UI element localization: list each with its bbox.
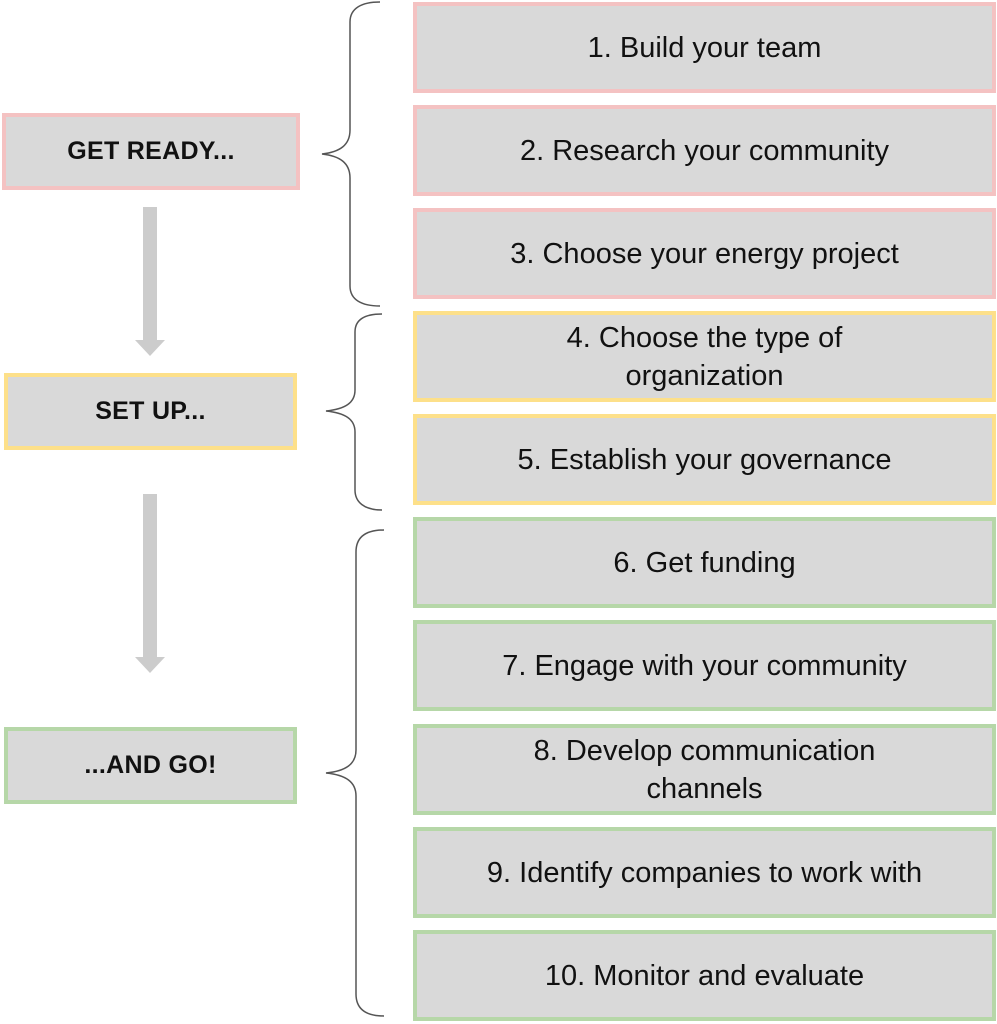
stage-set-up: SET UP... xyxy=(4,373,297,450)
stage-label: GET READY... xyxy=(67,137,235,165)
step-label: 9. Identify companies to work with xyxy=(486,856,923,889)
step-label: 8. Develop communication channels xyxy=(533,734,876,805)
step-label: 4. Choose the type of organization xyxy=(566,321,843,392)
step-box: 7. Engage with your community xyxy=(413,620,996,711)
stage-and-go: ...AND GO! xyxy=(4,727,297,804)
step-label: 1. Build your team xyxy=(587,31,822,64)
step-box: 10. Monitor and evaluate xyxy=(413,930,996,1021)
curly-brace-icon xyxy=(325,529,385,1017)
stage-label: SET UP... xyxy=(95,397,206,425)
step-box: 2. Research your community xyxy=(413,105,996,196)
step-label: 6. Get funding xyxy=(613,546,796,579)
step-box: 3. Choose your energy project xyxy=(413,208,996,299)
down-arrow-icon xyxy=(135,207,165,356)
curly-brace-icon xyxy=(321,1,381,307)
step-label: 3. Choose your energy project xyxy=(510,237,899,270)
stage-label: ...AND GO! xyxy=(84,751,217,779)
curly-brace-icon xyxy=(325,313,383,511)
step-box: 5. Establish your governance xyxy=(413,414,996,505)
stage-get-ready: GET READY... xyxy=(2,113,300,190)
step-box: 8. Develop communication channels xyxy=(413,724,996,815)
step-box: 4. Choose the type of organization xyxy=(413,311,996,402)
step-label: 7. Engage with your community xyxy=(502,649,907,682)
step-box: 1. Build your team xyxy=(413,2,996,93)
step-box: 9. Identify companies to work with xyxy=(413,827,996,918)
step-label: 2. Research your community xyxy=(519,134,890,167)
step-box: 6. Get funding xyxy=(413,517,996,608)
step-label: 10. Monitor and evaluate xyxy=(544,959,865,992)
step-label: 5. Establish your governance xyxy=(517,443,892,476)
down-arrow-icon xyxy=(135,494,165,673)
